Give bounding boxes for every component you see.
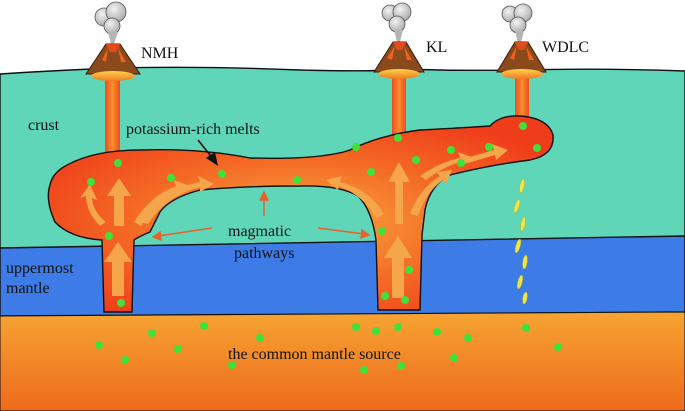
- melt-dot: [519, 122, 527, 130]
- label-uppermost: uppermost: [6, 260, 74, 277]
- melt-dot: [167, 174, 175, 182]
- ash-cloud-icon: [381, 2, 412, 42]
- melt-dot: [412, 156, 420, 164]
- fluid-streak: [522, 291, 528, 305]
- melt-dot: [367, 168, 375, 176]
- label-crust: crust: [28, 117, 60, 134]
- melt-dot: [401, 296, 409, 304]
- labels: NMH KL WDLC crust potassium-rich melts m…: [6, 39, 589, 363]
- volcano-icon: [85, 43, 141, 81]
- melt-dot: [394, 134, 402, 142]
- mantle-source-layer: [0, 311, 685, 411]
- fluid-streaks: [513, 178, 528, 305]
- label-common-mantle-source: the common mantle source: [228, 346, 401, 363]
- volcano-wdlc: [496, 3, 547, 79]
- melt-dot: [405, 266, 413, 274]
- arrow-icon: [104, 242, 132, 296]
- uppermost-mantle-layer: [0, 235, 685, 317]
- ash-cloud-icon: [94, 1, 127, 44]
- melt-dot: [174, 345, 182, 353]
- melt-dot: [485, 143, 493, 151]
- melt-dot: [218, 170, 226, 178]
- melt-dot: [554, 343, 562, 351]
- melt-dot: [105, 232, 113, 240]
- melt-dot: [464, 334, 472, 342]
- arrow-icon: [326, 176, 384, 218]
- melt-dot: [228, 361, 236, 369]
- fluid-streak: [513, 199, 521, 213]
- melt-dot: [352, 323, 360, 331]
- melt-dot: [148, 329, 156, 337]
- melt-dot: [533, 144, 541, 152]
- melt-dot: [293, 176, 301, 184]
- melt-dot: [200, 322, 208, 330]
- arrow-icon: [410, 170, 452, 216]
- arrow-icon: [384, 236, 412, 298]
- arrow-icon: [466, 144, 508, 163]
- label-kl: KL: [426, 39, 447, 56]
- melt-dot: [457, 159, 465, 167]
- arrow-icon: [80, 184, 106, 226]
- volcano-icon: [496, 41, 547, 79]
- flow-arrows: [80, 144, 508, 298]
- melt-dot: [381, 292, 389, 300]
- melt-dot: [117, 299, 125, 307]
- melt-dot: [394, 323, 402, 331]
- melt-dot: [352, 143, 360, 151]
- arrow-icon: [107, 178, 131, 226]
- volcano-nmh: [85, 1, 141, 81]
- melt-dot: [372, 327, 380, 335]
- volcano-icon: [373, 41, 425, 79]
- melt-dot: [450, 354, 458, 362]
- melt-dot: [447, 146, 455, 154]
- melt-dot: [114, 159, 122, 167]
- fluid-streak: [522, 254, 528, 270]
- label-mantle: mantle: [6, 280, 50, 297]
- label-pathways: pathways: [234, 245, 294, 262]
- label-wdlc: WDLC: [542, 39, 589, 56]
- melt-dot: [87, 178, 95, 186]
- fluid-streak: [520, 216, 526, 232]
- ash-cloud-icon: [501, 3, 533, 43]
- melt-dot: [95, 341, 103, 349]
- pathway-arrows: [151, 190, 371, 242]
- melt-dot: [360, 366, 368, 374]
- fluid-streak: [519, 178, 525, 194]
- arrow-icon: [420, 152, 474, 180]
- label-magmatic: magmatic: [228, 223, 291, 240]
- melt-dot: [433, 328, 441, 336]
- fluid-streak: [517, 274, 523, 290]
- label-nmh: NMH: [141, 45, 179, 62]
- melt-dot: [522, 324, 530, 332]
- arrow-icon: [388, 162, 410, 224]
- volcano-kl: [373, 2, 425, 79]
- fluid-streak: [514, 238, 522, 254]
- melt-dot: [256, 334, 264, 342]
- melt-dots: [87, 122, 562, 374]
- arrow-icon: [140, 176, 214, 224]
- pointer-arrow: [197, 139, 218, 166]
- magma-chamber: [47, 115, 554, 313]
- label-potassium-rich-melts: potassium-rich melts: [126, 121, 260, 138]
- melt-dot: [121, 356, 129, 364]
- melt-dot: [397, 362, 405, 370]
- melt-dot: [378, 227, 386, 235]
